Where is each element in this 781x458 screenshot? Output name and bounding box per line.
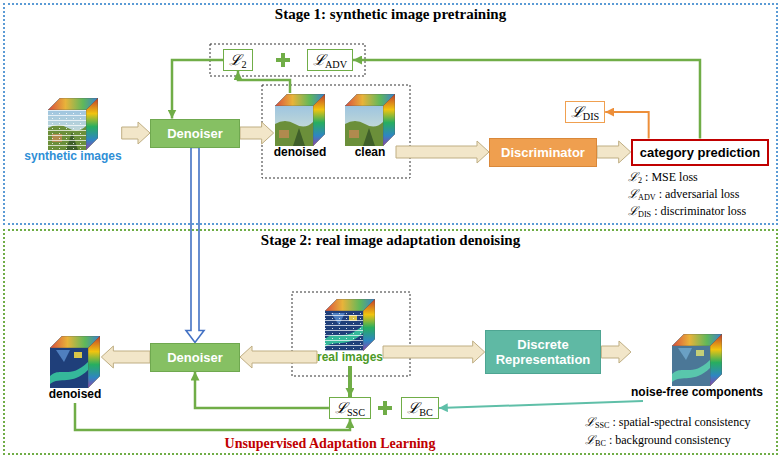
hsi-cube [672,334,722,386]
loss-subscript: 2 [241,59,246,70]
flow-arrow [101,346,150,368]
image-node: denoised [274,93,327,161]
loss-arrow [353,60,700,139]
hsi-cube [50,336,100,388]
legend-description: : discriminator loss [651,204,746,218]
transfer-arrow [186,148,204,343]
flow-arrow [122,122,150,144]
output-box: category prediction [631,139,770,166]
legend-entry: ℒBC : background consistency [585,433,731,448]
loss-symbol: ℒ [585,415,595,429]
loss-arrow [348,366,352,397]
flow-arrow [240,122,274,144]
process-box: Denoiser [150,343,240,372]
loss-arrow [238,71,290,93]
node-label: Denoiser [161,350,229,365]
legend-entry: ℒSSC : spatial-spectral consistency [585,415,750,430]
loss-symbol: ℒ [628,170,638,184]
node-label: clean [344,145,396,159]
node-label: real images [317,350,383,364]
node-label: denoised [274,145,327,159]
image-node: real images [317,298,383,366]
process-box: Discriminator [489,138,597,167]
node-label: Discrete Representation [496,337,591,367]
hsi-cube [275,94,325,146]
flow-arrow [597,141,631,163]
loss-subscript: BC [419,407,433,418]
loss-symbol: ℒ [628,204,638,218]
hsi-cube [345,94,395,146]
loss-arrow [195,372,329,409]
loss-arrow [75,403,350,430]
legend-entry: ℒ2 : MSE loss [628,170,698,185]
loss-symbol: ℒ [407,400,419,416]
loss-box: ℒDIS [565,101,605,123]
clean-overlay [672,346,710,386]
panel-title: Stage 2: real image adaptation denoising [5,232,776,249]
loss-symbol: ℒ [313,52,325,68]
noise-overlay [48,110,86,150]
process-box: Discrete Representation [485,330,602,374]
loss-box: ℒ2 [223,49,252,71]
node-label: Discriminator [500,145,586,160]
loss-box: ℒBC [401,397,439,419]
panel-title: Stage 1: synthetic image pretraining [5,6,776,23]
node-label: noise-free components [631,385,763,399]
loss-subscript: DIS [638,210,651,219]
node-label: ℒDIS [571,103,599,121]
legend-description: : MSE loss [642,170,698,184]
image-node: synthetic images [24,97,121,165]
legend-entry: ℒDIS : discriminator loss [628,204,746,219]
flow-arrow [240,346,317,368]
node-label: ℒSSC [335,399,365,417]
image-node: noise-free components [631,333,763,401]
node-label: synthetic images [24,149,121,163]
node-label: ℒ2 [229,51,246,69]
process-box: Denoiser [150,119,240,148]
loss-symbol: ℒ [335,400,347,416]
node-label: ℒADV [313,51,347,69]
loss-group-outline [210,44,365,76]
loss-symbol: ℒ [585,433,595,447]
loss-box: ℒADV [307,49,353,71]
plus-bar [281,53,285,67]
flow-arrow [601,341,631,363]
node-label: denoised [49,387,102,401]
loss-subscript: ADV [325,59,347,70]
loss-symbol: ℒ [571,104,583,120]
legend-description: : adversarial loss [656,187,740,201]
node-label: category prediction [640,145,761,160]
loss-box: ℒSSC [329,397,371,419]
loss-arrow [172,60,223,119]
hsi-cube [325,299,375,351]
image-node: clean [344,93,396,161]
loss-subscript: BC [595,439,606,448]
node-label: Denoiser [161,126,229,141]
flow-arrow [383,341,485,363]
loss-symbol: ℒ [628,187,638,201]
loss-subscript: 2 [638,176,642,185]
image-group-outline [262,85,410,178]
stage-note: Unsupervised Adaptation Learning [225,436,436,452]
legend-entry: ℒADV : adversarial loss [628,187,739,202]
loss-subscript: SSC [347,407,365,418]
loss-subscript: ADV [638,193,656,202]
hsi-cube [48,98,98,150]
plus-bar [383,401,387,415]
flow-arrow [396,141,489,163]
loss-arrow [439,401,643,408]
loss-subscript: SSC [595,421,610,430]
image-node: denoised [49,335,102,403]
loss-subscript: DIS [583,111,599,122]
node-label: ℒBC [407,399,433,417]
loss-arrow [605,112,648,139]
legend-description: : background consistency [606,433,731,447]
legend-description: : spatial-spectral consistency [610,415,751,429]
noise-overlay [325,311,363,351]
loss-symbol: ℒ [229,52,241,68]
